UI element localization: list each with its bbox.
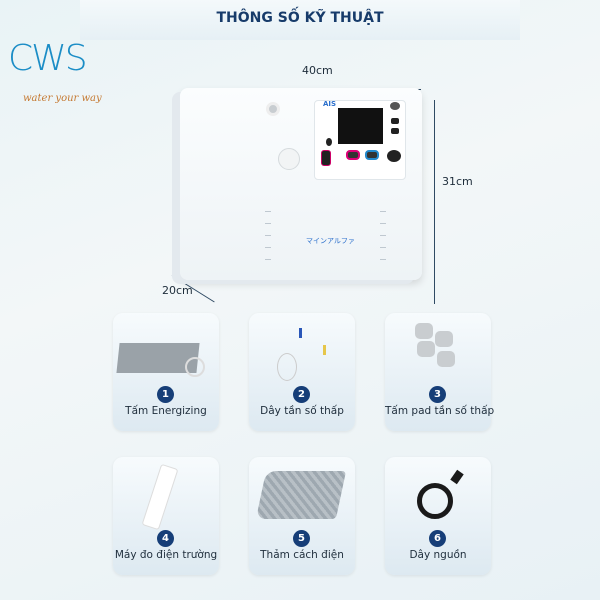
panel-button — [391, 118, 399, 124]
device-image: AIS マインアルファ — [180, 88, 422, 280]
panel-button — [346, 150, 360, 160]
item-card-3: 3 Tấm pad tần số thấp — [385, 313, 495, 431]
item-label: Tấm Energizing — [125, 405, 207, 417]
height-label: 31cm — [442, 175, 473, 188]
item-label: Thảm cách điện — [260, 549, 344, 561]
field-meter-image — [141, 463, 179, 531]
pad-image — [437, 351, 455, 367]
width-label: 40cm — [302, 64, 333, 77]
low-frequency-cable-image — [277, 353, 297, 381]
power-lamp — [266, 102, 280, 116]
power-cord-image — [417, 483, 453, 519]
vent — [265, 247, 271, 248]
insulation-mat-image — [255, 471, 347, 519]
vent — [380, 247, 386, 248]
item-label: Máy đo điện trường — [114, 549, 218, 561]
pad-image — [415, 323, 433, 339]
product-name: マインアルファ — [306, 237, 355, 245]
panel-button — [387, 150, 401, 162]
item-card-4: 4 Máy đo điện trường — [113, 457, 219, 575]
item-number: 6 — [429, 530, 446, 547]
vent — [265, 211, 271, 212]
panel-button — [326, 138, 332, 146]
vent — [265, 235, 271, 236]
item-label: Tấm pad tần số thấp — [385, 405, 495, 417]
panel-button — [391, 128, 399, 134]
item-label: Dây tần số thấp — [260, 405, 344, 417]
vent — [380, 235, 386, 236]
vent — [380, 259, 386, 260]
item-card-1: 1 Tấm Energizing — [113, 313, 219, 431]
item-number: 3 — [429, 386, 446, 403]
item-card-5: 5 Thảm cách điện — [249, 457, 355, 575]
logo: CWS water your way — [4, 18, 116, 104]
pad-image — [435, 331, 453, 347]
panel-button — [390, 102, 400, 110]
pad-image — [417, 341, 435, 357]
panel-button — [365, 150, 379, 160]
item-card-2: 2 Dây tần số thấp — [249, 313, 355, 431]
logo-text: CWS — [8, 38, 88, 79]
page-title: THÔNG SỐ KỸ THUẬT — [216, 10, 384, 26]
logo-tagline: water your way — [23, 93, 102, 104]
vent — [265, 259, 271, 260]
cable-coil — [185, 357, 205, 377]
brand-label: AIS — [323, 100, 337, 108]
vent — [265, 223, 271, 224]
item-number: 5 — [293, 530, 310, 547]
blue-connector — [299, 328, 302, 338]
yellow-connector — [323, 345, 326, 355]
vent — [380, 211, 386, 212]
item-number: 4 — [157, 530, 174, 547]
output-socket — [278, 148, 300, 170]
display-screen — [338, 108, 383, 144]
item-card-6: 6 Dây nguồn — [385, 457, 491, 575]
power-plug — [450, 469, 464, 485]
item-number: 2 — [293, 386, 310, 403]
item-number: 1 — [157, 386, 174, 403]
depth-label: 20cm — [162, 284, 193, 297]
height-dimension-line — [434, 100, 435, 304]
vent — [380, 223, 386, 224]
header-band — [80, 0, 520, 40]
item-label: Dây nguồn — [409, 549, 467, 561]
panel-button — [321, 150, 331, 166]
